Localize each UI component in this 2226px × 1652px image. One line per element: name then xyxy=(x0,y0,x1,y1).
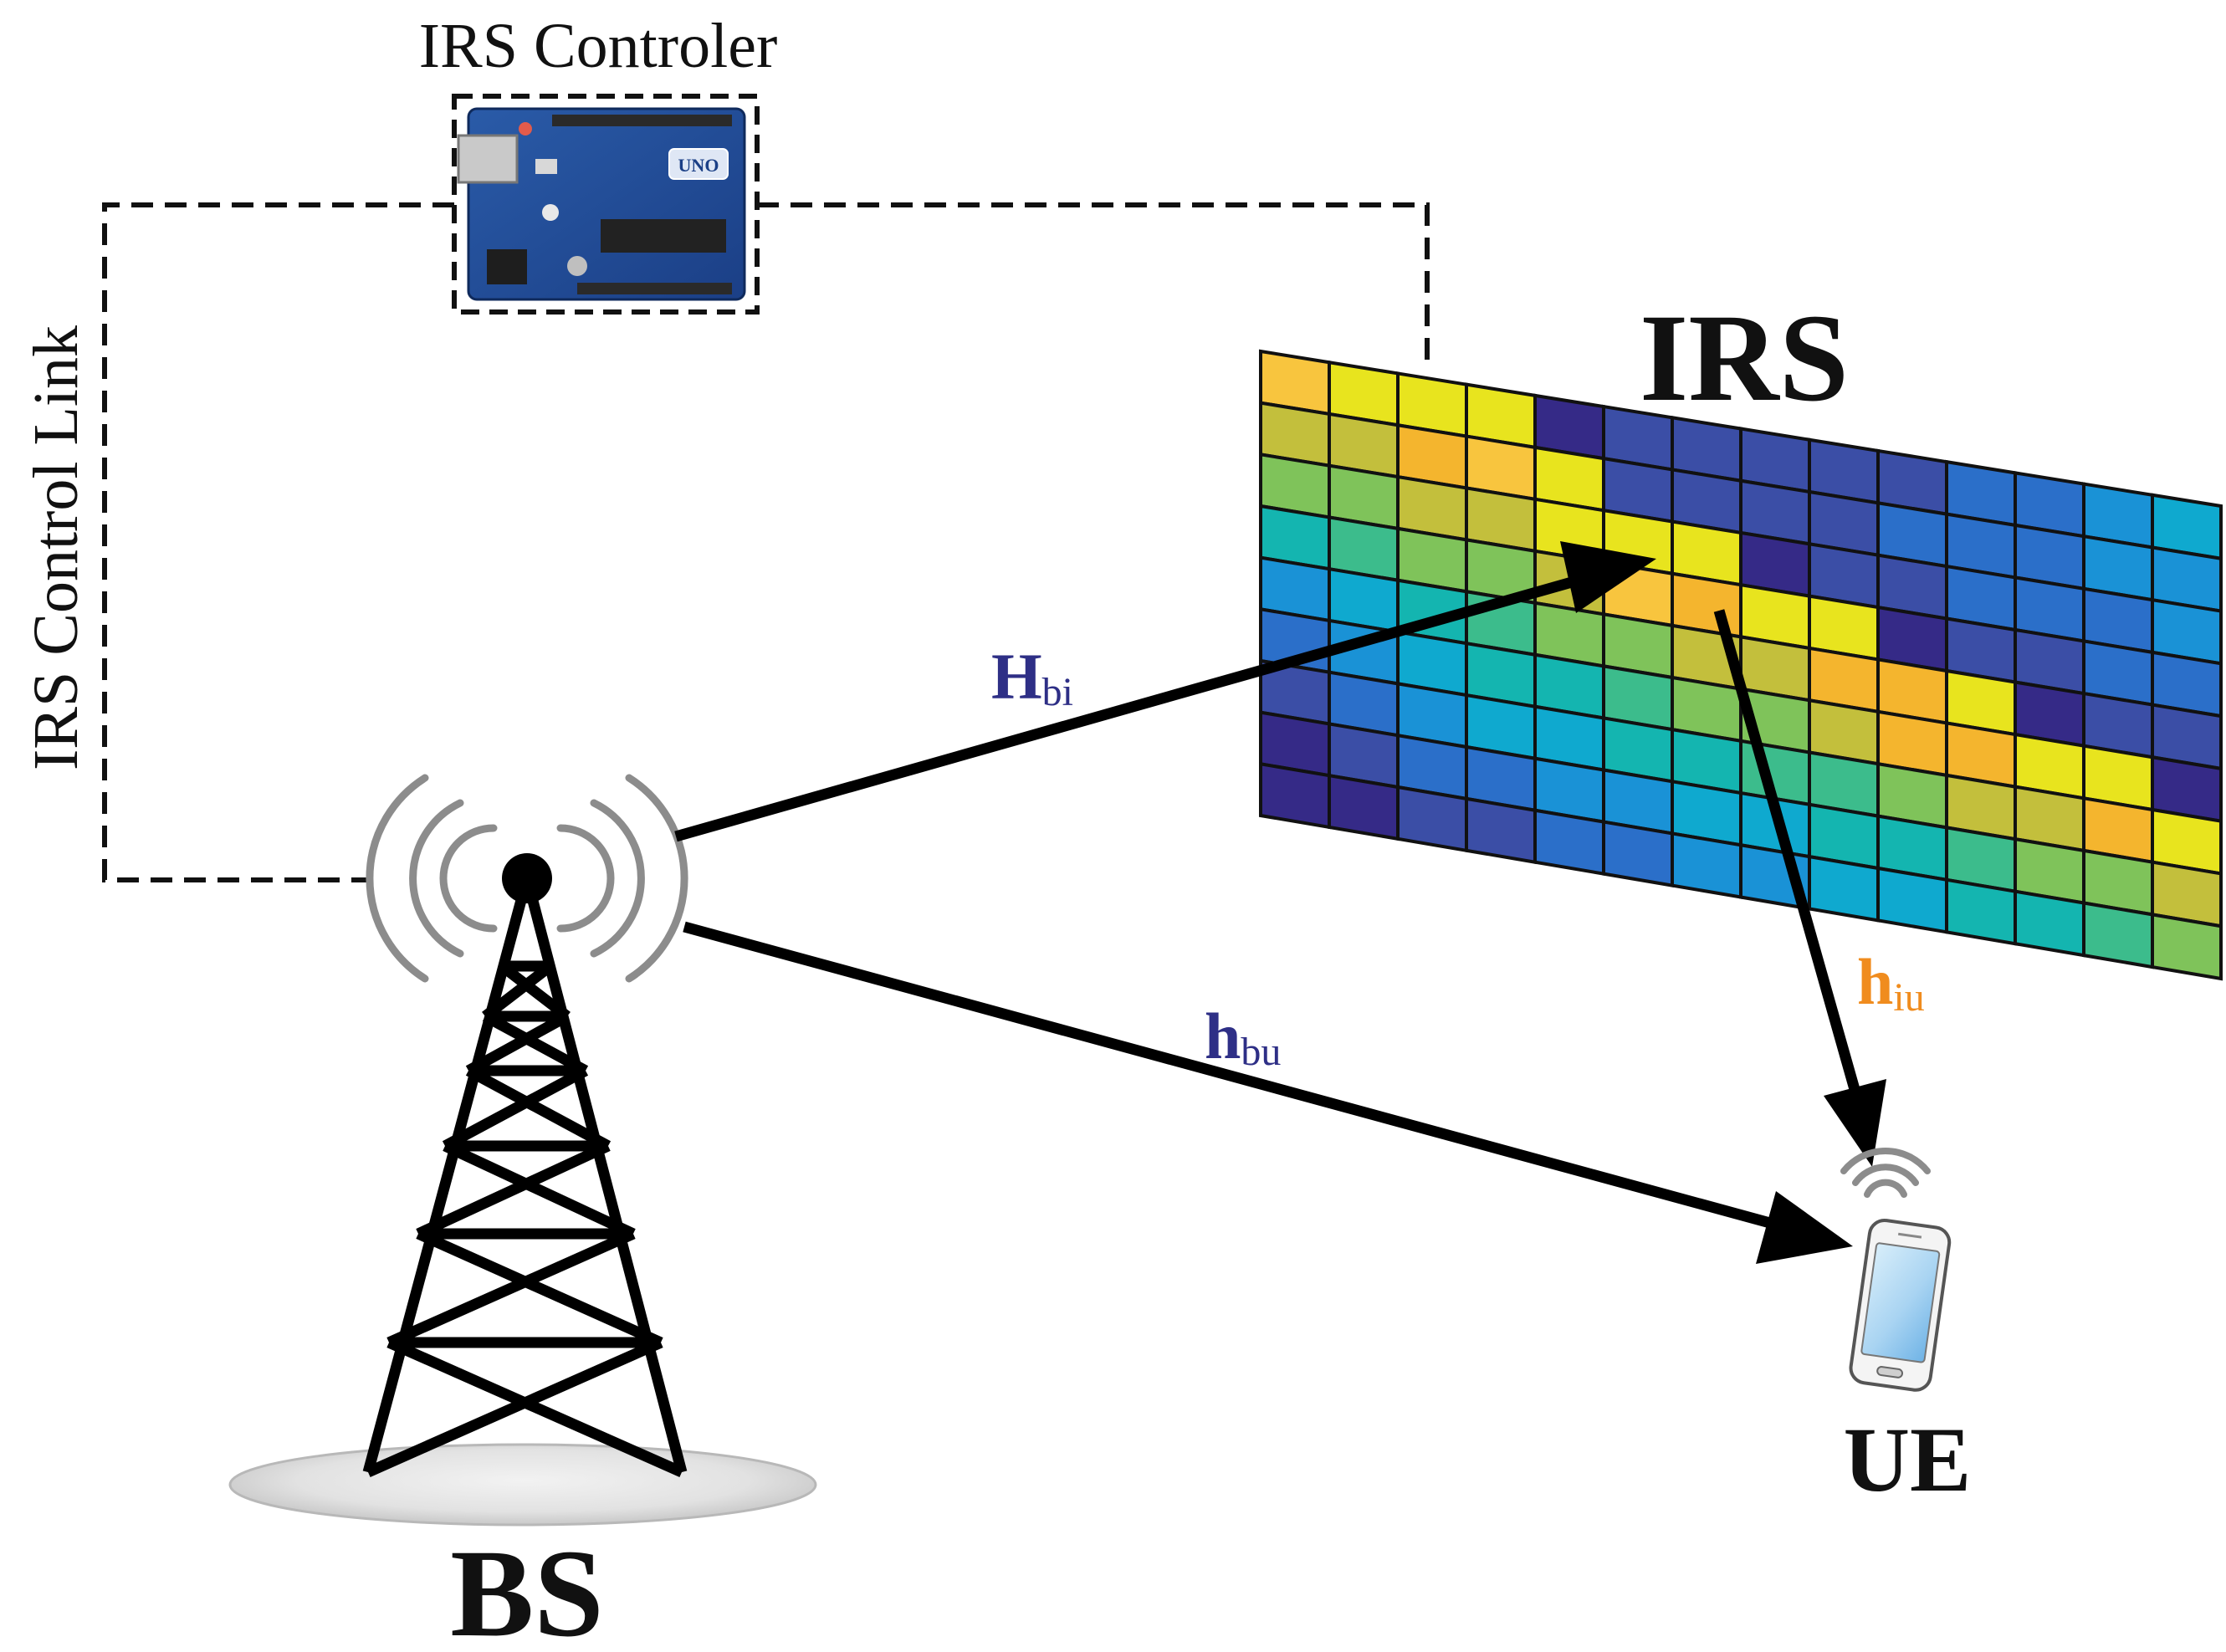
irs-element xyxy=(1328,773,1400,841)
irs-element xyxy=(2014,889,2085,958)
irs-controller-board: UNO xyxy=(452,94,760,315)
usb-port-icon xyxy=(457,134,519,184)
irs-element xyxy=(1808,854,1880,923)
bs-tower-icon xyxy=(362,877,688,1477)
arrow-h-bu-head xyxy=(1756,1191,1853,1264)
irs-label: IRS xyxy=(1640,289,1849,427)
header-pins-bottom xyxy=(577,283,732,294)
user-equipment xyxy=(1840,1147,1952,1392)
irs-element xyxy=(1465,796,1537,865)
controller-label: IRS Controler xyxy=(419,11,778,81)
bs-label: BS xyxy=(450,1524,603,1648)
arrow-h-bi-line xyxy=(674,571,1591,842)
ue-label: UE xyxy=(1844,1409,1972,1511)
irs-element xyxy=(1259,761,1331,830)
control-link-lines xyxy=(102,202,1430,882)
arrow-h-iu-line xyxy=(1713,609,1865,1106)
irs-element xyxy=(1671,831,1742,899)
irs-panel xyxy=(1259,349,2223,981)
bs-signal-waves xyxy=(366,774,688,983)
board-chip-label: UNO xyxy=(678,155,719,176)
control-link-label: IRS Control Link xyxy=(21,325,91,770)
channel-label-h-bi: Hbi xyxy=(991,640,1073,714)
irs-element xyxy=(1945,877,2017,946)
arrow-h-bu-line xyxy=(683,921,1796,1235)
base-station xyxy=(228,774,817,1527)
channel-arrows xyxy=(674,571,1865,1235)
irs-element xyxy=(1876,866,1948,934)
microchip-icon xyxy=(601,219,726,253)
irs-element xyxy=(1602,820,1674,887)
channel-label-h-iu: hiu xyxy=(1857,945,1925,1020)
bs-ground-shadow xyxy=(228,1443,817,1527)
irs-element xyxy=(2151,913,2223,981)
irs-element xyxy=(2082,901,2154,969)
header-pins-top xyxy=(552,115,732,126)
phone-icon xyxy=(1849,1218,1952,1392)
arrow-h-bi-head xyxy=(1560,541,1656,613)
irs-element xyxy=(1396,785,1468,853)
channel-label-h-bu: hbu xyxy=(1205,1000,1281,1074)
power-jack-icon xyxy=(487,249,527,284)
ue-signal-icon xyxy=(1840,1147,1931,1198)
arrow-h-iu-head xyxy=(1824,1079,1886,1167)
bs-antenna-tip xyxy=(502,853,552,903)
irs-element xyxy=(1533,808,1605,877)
